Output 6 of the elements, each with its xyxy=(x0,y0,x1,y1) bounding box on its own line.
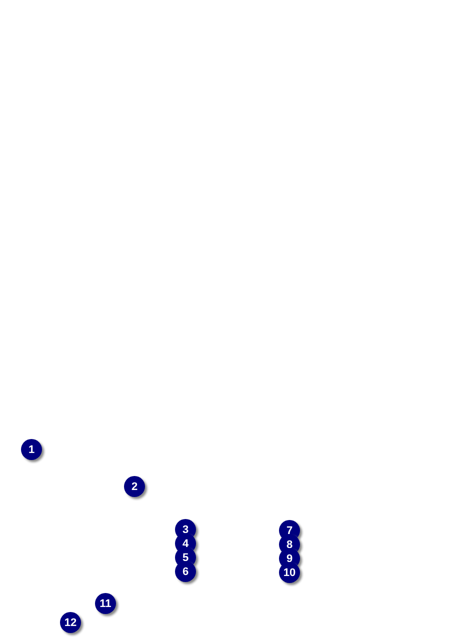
callout-number: 12 xyxy=(60,612,81,633)
callout-number: 10 xyxy=(279,562,300,583)
callout-number: 1 xyxy=(21,439,42,460)
callout-number: 6 xyxy=(175,561,196,582)
callout-number: 11 xyxy=(95,593,116,614)
callout-number: 2 xyxy=(124,476,145,497)
